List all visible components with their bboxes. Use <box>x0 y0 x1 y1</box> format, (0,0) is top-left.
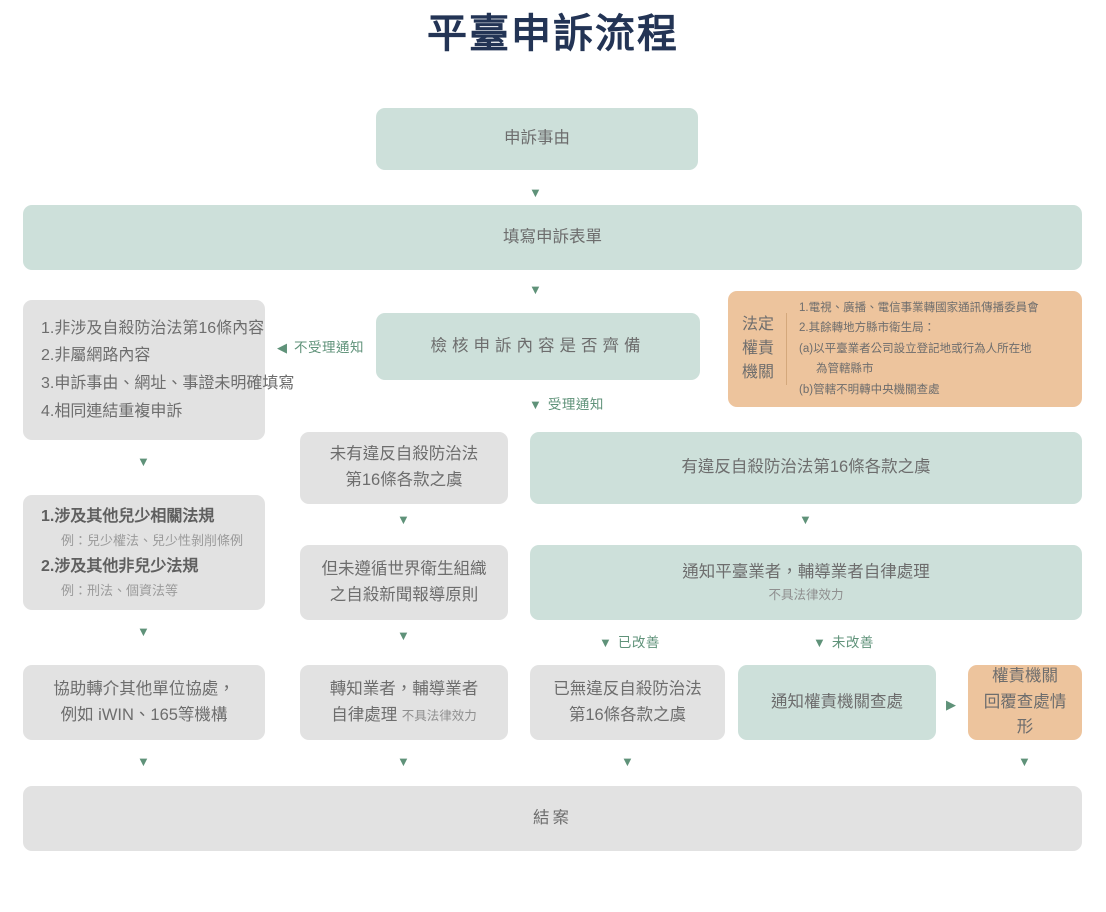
node-complaint-reason: 申訴事由 <box>376 108 698 170</box>
node-note: 不具法律效力 <box>768 587 844 602</box>
triangle-down-icon: ▼ <box>137 454 150 469</box>
arrow-reject-to-other-laws: ▼ <box>137 455 150 468</box>
node-label: 有違反自殺防治法第16條各款之虞 <box>681 458 931 477</box>
arrow-operator-to-close: ▼ <box>397 755 410 768</box>
node-label: 檢核申訴內容是否齊備 <box>430 336 646 355</box>
node-label-line2: 例如 iWIN、165等機構 <box>60 705 228 724</box>
arrow-reply-to-close: ▼ <box>1018 755 1031 768</box>
node-no-longer-violating: 已無違反自殺防治法 第16條各款之虞 <box>530 665 725 740</box>
list-item: 3.申訴事由、網址、事證未明確填寫 <box>41 375 295 392</box>
node-label-line1: 轉知業者，輔導業者 <box>329 679 479 698</box>
arrow-no-violation-to-who: ▼ <box>397 513 410 526</box>
node-not-accepted-reasons: 1.非涉及自殺防治法第16條內容 2.非屬網路內容 3.申訴事由、網址、事證未明… <box>23 300 294 440</box>
list-item: 1.非涉及自殺防治法第16條內容 <box>41 319 265 337</box>
triangle-down-icon: ▼ <box>529 397 542 413</box>
triangle-down-icon: ▼ <box>599 635 612 651</box>
node-notify-platform-operator: 通知平臺業者，輔導業者自律處理 不具法律效力 <box>530 545 1082 620</box>
node-notify-competent-authority: 通知權責機關查處 <box>738 665 936 740</box>
triangle-down-icon: ▼ <box>137 754 150 769</box>
authority-label-line1: 法定 <box>742 316 775 333</box>
list-item: 2.涉及其他非兒少法規 <box>41 557 199 575</box>
arrow-refer-to-close: ▼ <box>137 755 150 768</box>
node-label-line2: 之自殺新聞報導原則 <box>329 585 479 604</box>
page-title: 平臺申訴流程 <box>427 12 679 56</box>
authority-label-line2: 權責 <box>742 340 775 357</box>
arrow-accepted-notice: ▼ 受理通知 <box>529 398 604 412</box>
authority-label-line3: 機關 <box>742 364 775 381</box>
node-inform-operator-self-regulation: 轉知業者，輔導業者 自律處理 不具法律效力 <box>300 665 508 740</box>
list-item: 1.電視、廣播、電信事業轉國家通訊傳播委員會 <box>799 301 1039 314</box>
node-refer-to-other-units: 協助轉介其他單位協處， 例如 iWIN、165等機構 <box>23 665 265 740</box>
node-other-related-laws: 1.涉及其他兒少相關法規 例：兒少權法、兒少性剝削條例 2.涉及其他非兒少法規 … <box>23 495 265 610</box>
arrow-who-to-notify-gray: ▼ <box>397 629 410 642</box>
node-legal-authority: 法定 權責 機關 1.電視、廣播、電信事業轉國家通訊傳播委員會 2.其餘轉地方縣… <box>728 291 1082 407</box>
arrow-improved: ▼ 已改善 <box>599 636 660 650</box>
node-label-line2-wrap: 自律處理 不具法律效力 <box>331 703 477 729</box>
node-label-line1: 協助轉介其他單位協處， <box>53 679 235 698</box>
authority-label: 法定 權責 機關 <box>742 313 788 385</box>
node-label-line2: 回覆查處情形 <box>983 692 1067 737</box>
triangle-left-icon: ◀ <box>277 340 287 356</box>
node-label: 申訴事由 <box>504 129 570 148</box>
node-label-line2: 第16條各款之虞 <box>568 705 687 724</box>
arrow-label: 已改善 <box>617 635 660 650</box>
list-item: 2.非屬網路內容 <box>41 347 151 365</box>
triangle-down-icon: ▼ <box>397 512 410 527</box>
node-label: 結案 <box>533 808 572 827</box>
node-label-line2: 自律處理 <box>331 705 398 724</box>
list-item: 4.相同連結重複申訴 <box>41 402 183 420</box>
arrow-other-laws-to-refer: ▼ <box>137 625 150 638</box>
triangle-down-icon: ▼ <box>529 282 542 297</box>
triangle-down-icon: ▼ <box>813 635 826 651</box>
node-label-line1: 已無違反自殺防治法 <box>553 679 702 698</box>
node-label-line1: 權責機關 <box>992 667 1058 686</box>
node-note: 不具法律效力 <box>401 708 477 723</box>
triangle-down-icon: ▼ <box>529 185 542 200</box>
list-item-example: 例：刑法、個資法等 <box>61 583 179 599</box>
triangle-right-icon: ▶ <box>946 697 956 712</box>
node-authority-reply-status: 權責機關 回覆查處情形 <box>968 665 1082 740</box>
arrow-label: 未改善 <box>831 635 874 650</box>
node-review-complaint-completeness: 檢核申訴內容是否齊備 <box>376 313 700 380</box>
list-item: 1.涉及其他兒少相關法規 <box>41 507 215 525</box>
triangle-down-icon: ▼ <box>1018 754 1031 769</box>
arrow-notify-to-reply: ▶ <box>946 698 956 711</box>
triangle-down-icon: ▼ <box>397 628 410 643</box>
triangle-down-icon: ▼ <box>397 754 410 769</box>
node-fill-complaint-form: 填寫申訴表單 <box>23 205 1082 270</box>
arrow-label: 不受理通知 <box>294 340 364 355</box>
list-item: 2.其餘轉地方縣市衛生局： <box>799 322 936 335</box>
arrow-improved-to-close: ▼ <box>621 755 634 768</box>
node-label-line1: 未有違反自殺防治法 <box>329 445 479 464</box>
triangle-down-icon: ▼ <box>621 754 634 769</box>
node-label-line2: 第16條各款之虞 <box>345 471 463 489</box>
authority-list: 1.電視、廣播、電信事業轉國家通訊傳播委員會 2.其餘轉地方縣市衛生局： (a)… <box>799 298 1039 400</box>
node-who-reporting-principle: 但未遵循世界衛生組織 之自殺新聞報導原則 <box>300 545 508 620</box>
node-label: 填寫申訴表單 <box>503 227 602 246</box>
arrow-reason-to-form: ▼ <box>529 186 542 199</box>
list-item: 為管轄縣市 <box>816 363 874 376</box>
node-no-violation: 未有違反自殺防治法 第16條各款之虞 <box>300 432 508 504</box>
arrow-not-accepted-notice: ◀ 不受理通知 <box>277 341 364 355</box>
node-case-closed: 結案 <box>23 786 1082 851</box>
node-label-line1: 但未遵循世界衛生組織 <box>321 559 487 578</box>
list-item-example: 例：兒少權法、兒少性剝削條例 <box>61 533 244 549</box>
triangle-down-icon: ▼ <box>799 512 812 527</box>
arrow-not-improved: ▼ 未改善 <box>813 636 874 650</box>
triangle-down-icon: ▼ <box>137 624 150 639</box>
arrow-label: 受理通知 <box>547 397 604 412</box>
arrow-violation-to-notify: ▼ <box>799 513 812 526</box>
list-item: (a)以平臺業者公司設立登記地或行為人所在地 <box>799 342 1032 355</box>
node-has-violation: 有違反自殺防治法第16條各款之虞 <box>530 432 1082 504</box>
arrow-form-to-review: ▼ <box>529 283 542 296</box>
node-label: 通知權責機關查處 <box>771 692 903 711</box>
node-label: 通知平臺業者，輔導業者自律處理 <box>682 563 930 582</box>
list-item: (b)管轄不明轉中央機關查處 <box>799 383 940 396</box>
